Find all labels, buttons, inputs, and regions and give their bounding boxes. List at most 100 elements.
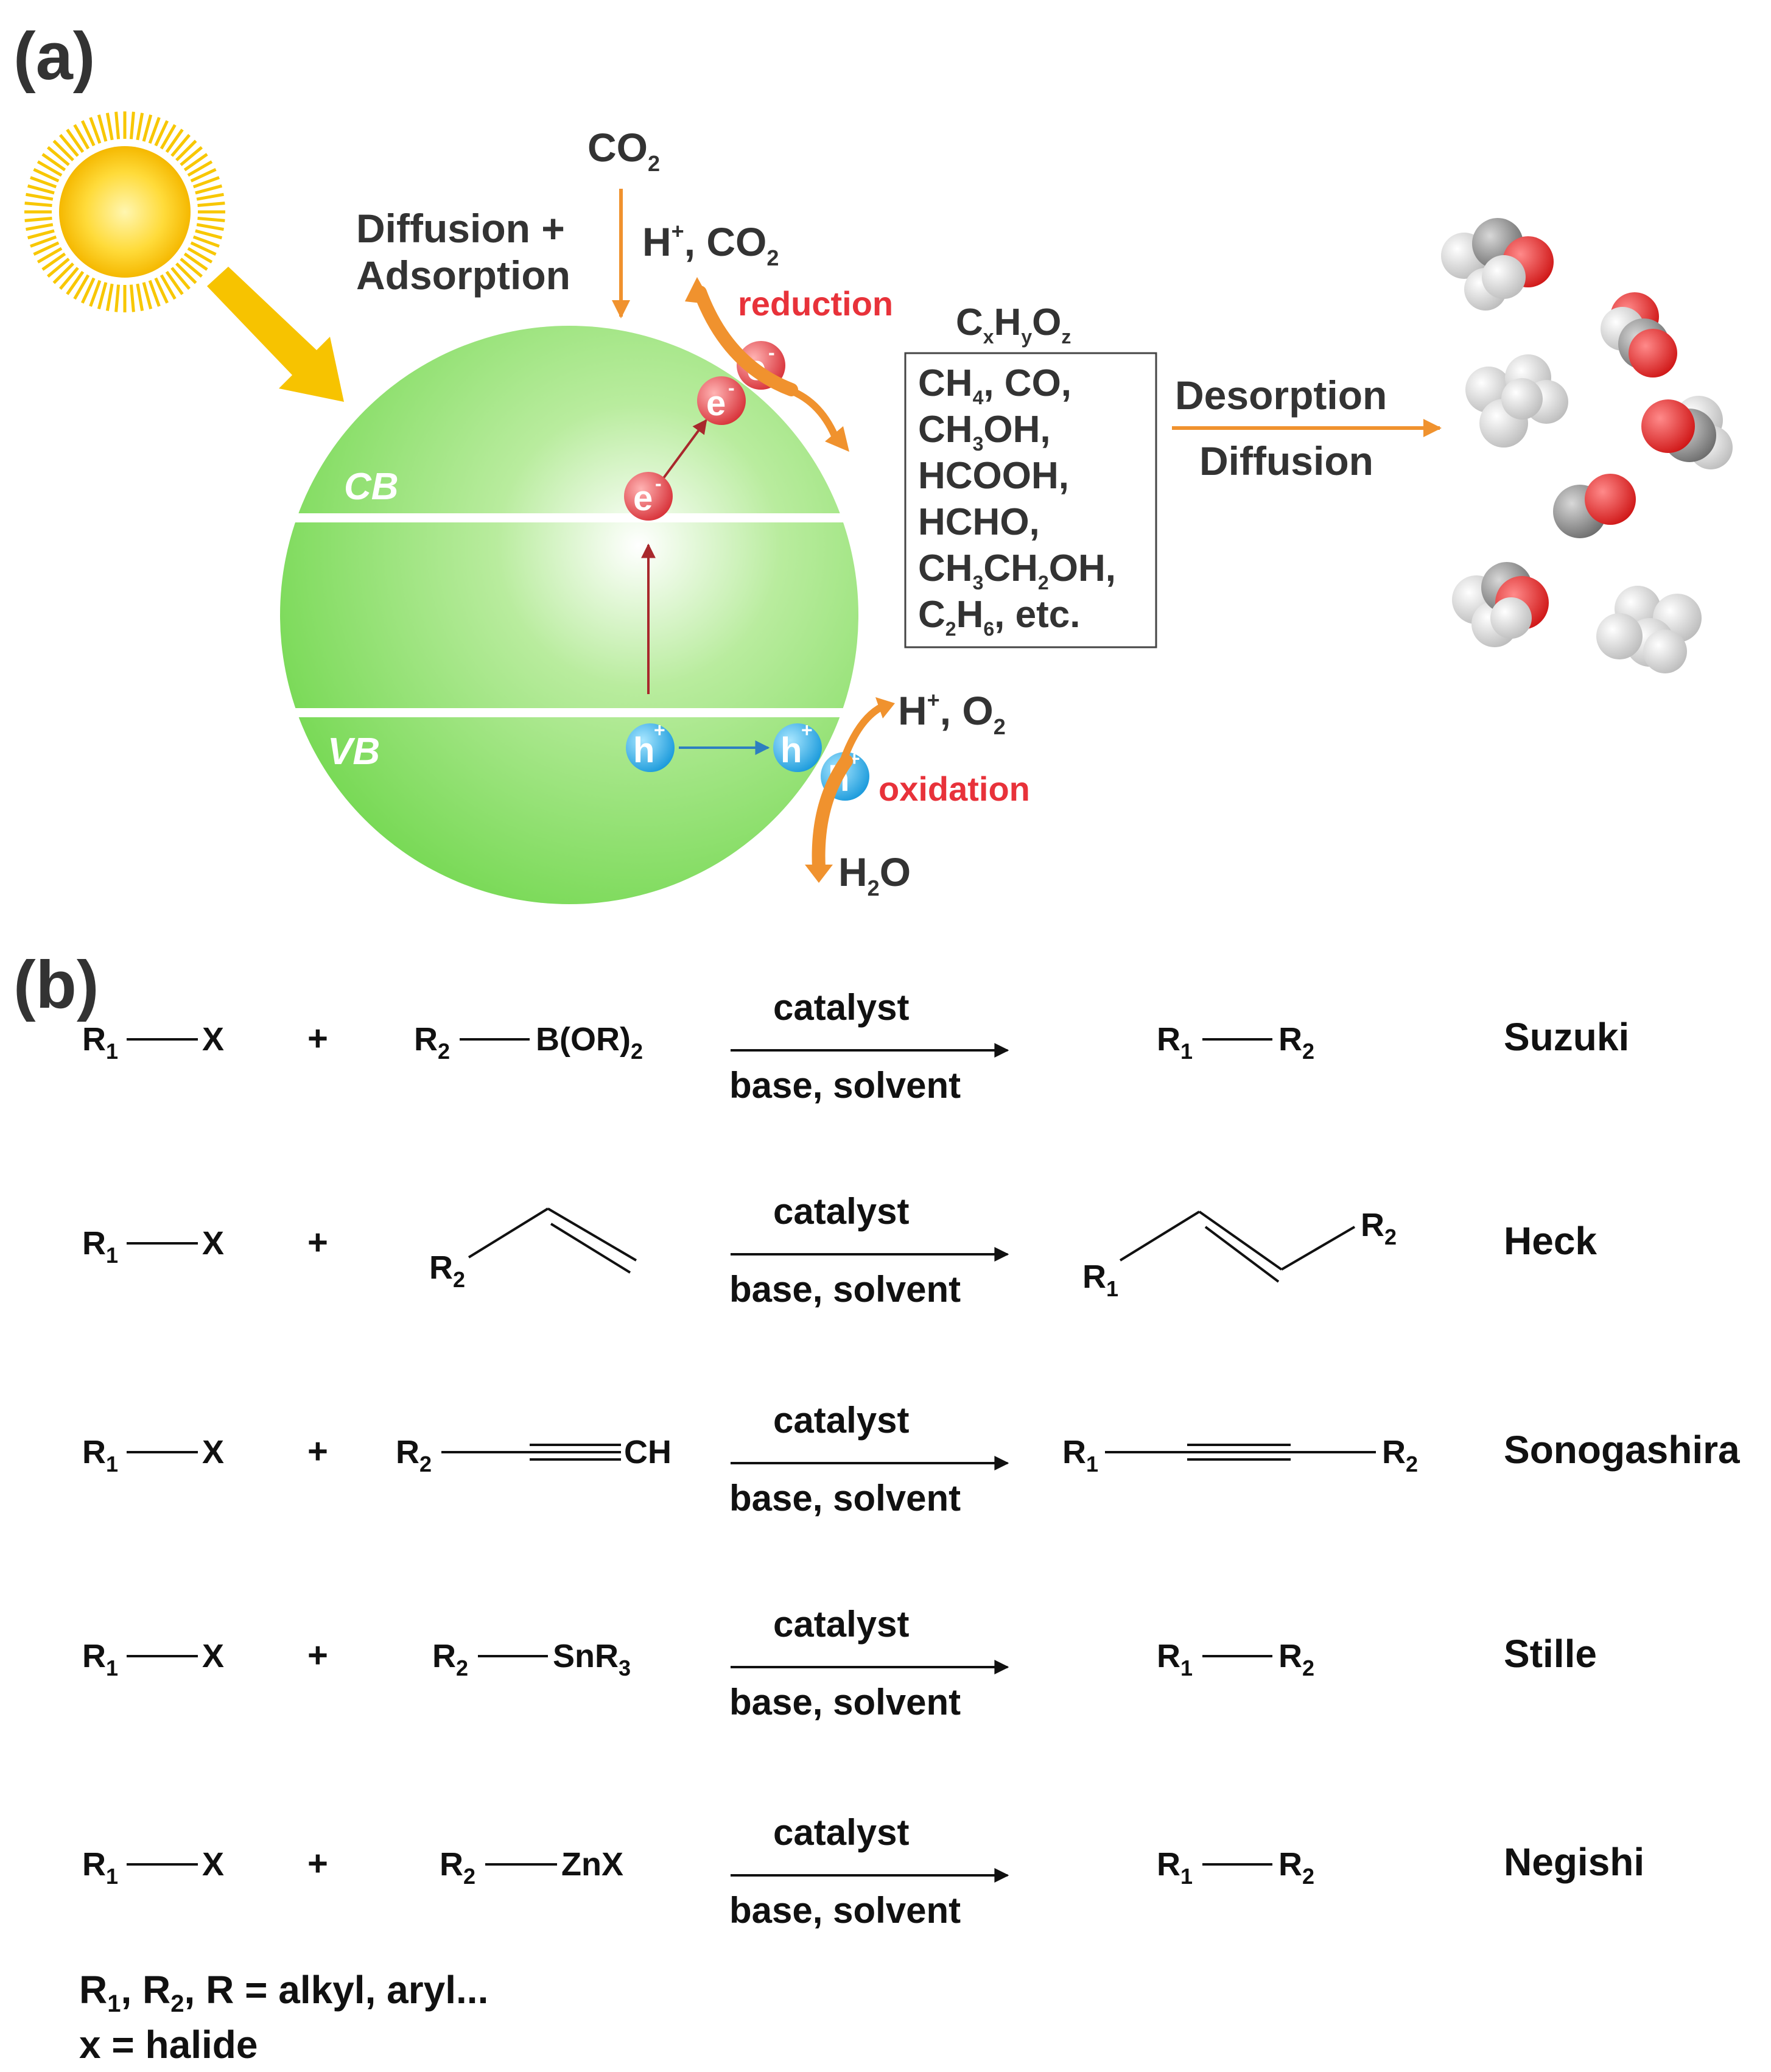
diffusion-adsorption-line-2: Adsorption [356,253,570,298]
arrow-condition-base-solvent: base, solvent [729,1065,961,1106]
co-molecule [1553,474,1636,538]
product-line: CH3CH2OH, [918,547,1116,594]
oxidation-products: H+, O2 [898,687,1006,739]
svg-text:e: e [633,479,653,518]
plus-sign: + [307,1635,328,1675]
terminal-alkyne-ch: CH [624,1434,672,1470]
bond [547,1207,637,1262]
boronate-group: B(OR)2 [536,1021,643,1064]
arrow-condition-base-solvent: base, solvent [729,1890,961,1931]
r1-group: R1 [1157,1638,1193,1680]
arrow-condition-catalyst: catalyst [773,987,909,1028]
desorption-label: Desorption [1175,373,1387,418]
vb-label: VB [328,731,380,773]
reaction-name: Negishi [1504,1840,1644,1884]
reaction-name: Suzuki [1504,1015,1629,1059]
products-list: CH4, CO,CH3OH,HCOOH,HCHO,CH3CH2OH,C2H6, … [918,362,1116,640]
svg-text:h: h [780,731,802,770]
r1-group: R1 [82,1021,118,1064]
product-line: CH4, CO, [918,362,1071,409]
r2-group: R2 [432,1638,468,1680]
panel-b-label: (b) [13,947,99,1022]
reduction-flow-arrow [685,277,849,452]
cb-label: CB [344,466,399,508]
r2-group: R2 [429,1249,465,1292]
r1-group: R1 [1157,1846,1193,1889]
photocatalyst-sphere [280,326,858,904]
product-line: HCHO, [918,501,1040,543]
plus-sign: + [307,1223,328,1262]
methanol-molecule-2 [1452,562,1549,647]
hole-2: h + [773,719,822,772]
water-label: H2O [838,849,911,901]
arrow-condition-base-solvent: base, solvent [729,1269,961,1310]
halide-x: X [202,1021,224,1058]
svg-text:-: - [768,342,775,363]
electron-1: e - [624,472,673,521]
svg-text:+: + [801,719,813,741]
r2-group: R2 [1278,1638,1314,1680]
zinc-halide-group: ZnX [561,1846,623,1883]
reaction-name: Heck [1504,1219,1597,1263]
panel-a-label: (a) [13,19,95,94]
oxidation-label: oxidation [878,770,1030,808]
electron-2: e - [697,376,746,425]
methanol-molecule-1 [1441,218,1554,311]
r2-group: R2 [414,1021,450,1064]
arrow-condition-base-solvent: base, solvent [729,1478,961,1519]
oxidation-flow-arrow [805,697,895,883]
halide-x: X [202,1846,224,1883]
reduction-label: reduction [738,284,893,323]
reduction-reactants: H+, CO2 [642,219,779,270]
r2-group: R2 [440,1846,475,1889]
formic-acid-molecule [1601,292,1677,378]
r1-group: R1 [1157,1021,1193,1064]
product-line: C2H6, etc. [918,594,1080,640]
arrow-condition-base-solvent: base, solvent [729,1682,961,1723]
arrow-condition-catalyst: catalyst [773,1191,909,1232]
r2-group: R2 [396,1434,432,1477]
halide-x: X [202,1638,224,1674]
bond [1198,1210,1283,1271]
arrow-condition-catalyst: catalyst [773,1604,909,1645]
svg-text:h: h [633,731,654,770]
products-box [904,352,1157,648]
svg-text:e: e [706,384,726,423]
diffusion-label: Diffusion [1199,438,1373,483]
bond [468,1207,549,1259]
co2-label: CO2 [587,125,660,176]
footnote-r-groups: R1, R2, R = alkyl, aryl... [79,1968,488,2017]
reaction-name: Sonogashira [1504,1428,1740,1472]
r1-group: R1 [82,1638,118,1680]
plus-sign: + [307,1431,328,1471]
svg-text:+: + [654,719,665,741]
svg-text:-: - [655,472,662,494]
halide-x: X [202,1225,224,1262]
valence-band-line [286,708,858,717]
plus-sign: + [307,1019,328,1058]
product-line: HCOOH, [918,455,1069,497]
r1-group: R1 [82,1846,118,1889]
r2-group: R2 [1278,1021,1314,1064]
r2-group: R2 [1278,1846,1314,1889]
ethane-molecule-2 [1596,586,1702,673]
arrow-condition-catalyst: catalyst [773,1812,909,1853]
ethane-molecule-1 [1465,354,1568,448]
bond [1119,1210,1201,1262]
r1-group: R1 [82,1225,118,1268]
bond [550,1223,631,1274]
formaldehyde-molecule [1641,396,1733,469]
conduction-band-line [286,513,858,522]
halide-x: X [202,1434,224,1470]
hole-1: h + [626,719,675,772]
bond [1280,1226,1356,1271]
stannane-group: SnR3 [553,1638,631,1680]
svg-text:-: - [728,377,735,399]
products-formula-header: CxHyOz [956,301,1071,348]
r2-group: R2 [1361,1207,1397,1249]
